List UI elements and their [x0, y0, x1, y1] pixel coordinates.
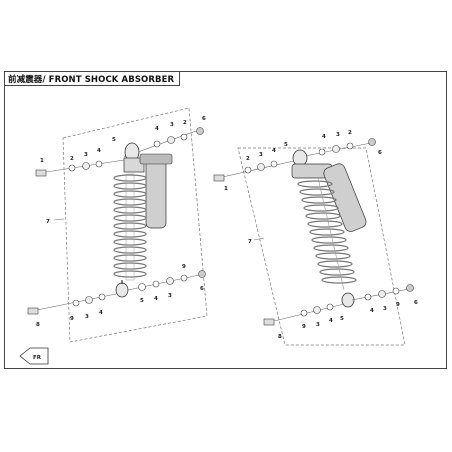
callout: 9 [182, 264, 186, 270]
left-callouts: 1 2 3 4 5 4 3 2 6 7 8 9 3 4 5 4 3 9 6 [36, 116, 206, 328]
left-top-spacer-icon [95, 160, 103, 168]
callout: 3 [85, 314, 89, 320]
left-reservoir-icon [145, 159, 167, 229]
callout: 4 [99, 310, 103, 316]
diagram-frame [4, 71, 447, 369]
callout: 6 [378, 150, 382, 156]
left-bottom-eye-icon [115, 282, 129, 298]
callout: 3 [316, 322, 320, 328]
front-indicator-label: FR [33, 355, 42, 361]
callout: 7 [248, 239, 252, 245]
callout: 5 [284, 142, 288, 148]
callout: 6 [202, 116, 206, 122]
callout: 6 [414, 300, 418, 306]
left-top-bolt-icon [35, 169, 47, 177]
callout: 5 [112, 137, 116, 143]
left-top-washer-icon-b [180, 133, 188, 141]
callout: 8 [278, 334, 282, 340]
left-top-nut-icon [196, 127, 204, 135]
callout: 4 [97, 148, 101, 154]
callout: 2 [348, 130, 352, 136]
callout: 8 [36, 322, 40, 328]
right-bottom-eye-icon [341, 292, 355, 308]
left-top-bushing-icon [82, 162, 90, 170]
left-top-spacer-icon-b [153, 140, 161, 148]
left-bottom-bolt-icon [27, 307, 39, 315]
diagram-title: 前减震器/ FRONT SHOCK ABSORBER [8, 75, 175, 85]
callout: 9 [396, 302, 400, 308]
callout: 2 [183, 120, 187, 126]
left-top-washer-icon [68, 164, 76, 172]
callout: 2 [70, 156, 74, 162]
callout: 7 [46, 219, 50, 225]
callout: 3 [383, 306, 387, 312]
callout: 4 [155, 126, 159, 132]
callout: 4 [154, 296, 158, 302]
left-spring-icon [113, 174, 147, 278]
callout: 3 [170, 122, 174, 128]
title-box [4, 71, 180, 86]
callout: 9 [70, 316, 74, 322]
callout: 6 [200, 286, 204, 292]
callout: 3 [84, 152, 88, 158]
callout: 4 [329, 318, 333, 324]
callout: 5 [340, 316, 344, 322]
callout: 4 [322, 134, 326, 140]
front-direction-arrow-icon: FR [19, 347, 49, 365]
callout: 2 [246, 156, 250, 162]
right-top-eye-icon [292, 149, 308, 167]
left-shock-absorber [27, 127, 206, 315]
right-callouts: 1 2 3 4 5 4 3 2 6 7 8 9 3 4 5 4 3 9 6 [224, 130, 418, 340]
callout: 4 [272, 148, 276, 154]
callout: 5 [140, 298, 144, 304]
left-top-bushing-icon-b [167, 136, 175, 144]
callout: 1 [40, 158, 44, 164]
callout: 3 [336, 132, 340, 138]
callout: 1 [224, 186, 228, 192]
right-shock-absorber [213, 138, 415, 326]
right-spring-icon [297, 180, 357, 284]
callout: 4 [370, 308, 374, 314]
callout: 3 [168, 293, 172, 299]
callout: 9 [302, 324, 306, 330]
callout: 3 [259, 152, 263, 158]
right-assembly-outline [237, 147, 406, 346]
left-assembly-outline [62, 107, 208, 343]
